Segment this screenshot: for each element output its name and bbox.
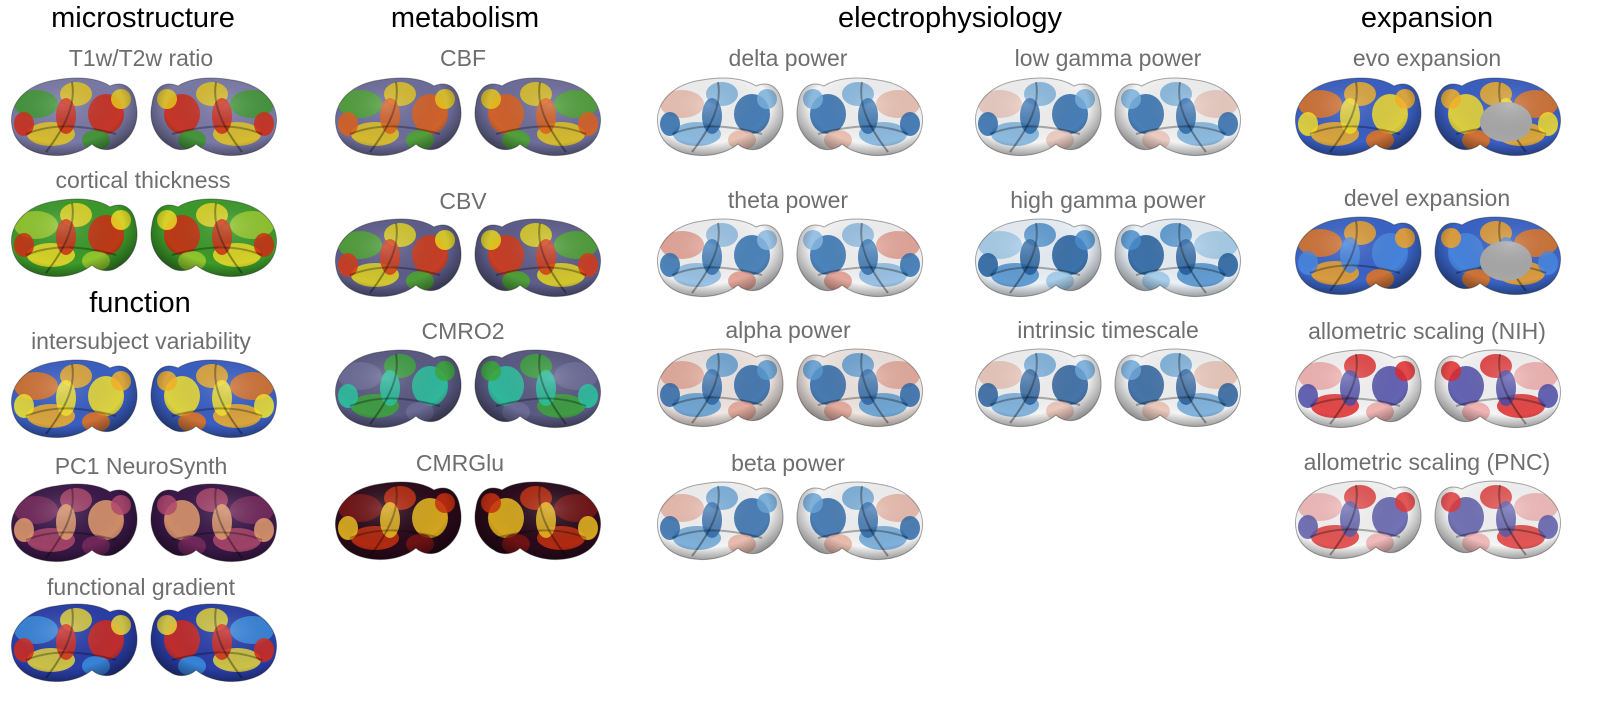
brain-svg	[1294, 77, 1562, 157]
brain-svg	[334, 481, 602, 561]
brain-pair-theta-power	[652, 215, 928, 305]
brain-svg	[10, 77, 278, 157]
label-allometric-nih: allometric scaling (NIH)	[1308, 318, 1546, 344]
brain-svg	[974, 218, 1242, 298]
label-beta-power: beta power	[731, 450, 845, 476]
brain-svg	[1294, 349, 1562, 429]
label-allometric-pnc: allometric scaling (PNC)	[1303, 449, 1551, 475]
label-low-gamma-power: low gamma power	[1014, 45, 1202, 71]
brain-pair-low-gamma-power	[970, 74, 1246, 164]
brain-svg	[334, 218, 602, 298]
brain-pair-pc1-neurosynth	[6, 480, 282, 570]
brain-svg	[656, 348, 924, 428]
brain-svg	[334, 349, 602, 429]
brain-svg	[10, 603, 278, 683]
label-cmro2: CMRO2	[421, 318, 505, 344]
label-delta-power: delta power	[728, 45, 848, 71]
brain-pair-cmro2	[330, 346, 606, 436]
label-alpha-power: alpha power	[725, 317, 851, 343]
label-cmrglu: CMRGlu	[415, 450, 505, 476]
brain-pair-alpha-power	[652, 345, 928, 435]
brain-svg	[974, 348, 1242, 428]
brain-pair-beta-power	[652, 478, 928, 568]
brain-svg	[1294, 480, 1562, 560]
label-devel-expansion: devel expansion	[1343, 185, 1511, 211]
brain-svg	[10, 483, 278, 563]
header-metabolism: metabolism	[390, 2, 540, 34]
brain-pair-functional-gradient	[6, 600, 282, 690]
brain-svg	[10, 198, 278, 278]
label-theta-power: theta power	[727, 187, 849, 213]
header-function: function	[89, 287, 191, 319]
brain-pair-intersubject-variability	[6, 356, 282, 446]
brain-pair-cmrglu	[330, 478, 606, 568]
brain-pair-evo-expansion	[1290, 74, 1566, 164]
label-pc1-neurosynth: PC1 NeuroSynth	[54, 453, 228, 479]
brain-pair-high-gamma-power	[970, 215, 1246, 305]
brain-pair-cbv	[330, 215, 606, 305]
label-intrinsic-timescale: intrinsic timescale	[1017, 317, 1199, 343]
label-evo-expansion: evo expansion	[1352, 45, 1502, 71]
brain-svg	[656, 481, 924, 561]
brain-svg	[10, 359, 278, 439]
label-functional-gradient: functional gradient	[47, 574, 235, 600]
brain-svg	[656, 218, 924, 298]
brain-svg	[656, 77, 924, 157]
header-electrophysiology: electrophysiology	[837, 2, 1063, 34]
brain-pair-allometric-nih	[1290, 346, 1566, 436]
label-high-gamma-power: high gamma power	[1010, 187, 1206, 213]
label-t1w-t2w: T1w/T2w ratio	[68, 45, 214, 71]
brain-pair-delta-power	[652, 74, 928, 164]
brain-pair-cortical-thickness	[6, 195, 282, 285]
brain-pair-devel-expansion	[1290, 213, 1566, 303]
header-microstructure: microstructure	[51, 2, 235, 34]
brain-pair-cbf	[330, 74, 606, 164]
label-intersubject-variability: intersubject variability	[31, 328, 251, 354]
brain-pair-allometric-pnc	[1290, 477, 1566, 567]
label-cbf: CBF	[440, 45, 486, 71]
brain-pair-intrinsic-timescale	[970, 345, 1246, 435]
brain-svg	[1294, 216, 1562, 296]
header-expansion: expansion	[1360, 2, 1494, 34]
brain-pair-t1w-t2w	[6, 74, 282, 164]
brain-svg	[334, 77, 602, 157]
label-cortical-thickness: cortical thickness	[55, 167, 231, 193]
label-cbv: CBV	[439, 188, 487, 214]
brain-svg	[974, 77, 1242, 157]
